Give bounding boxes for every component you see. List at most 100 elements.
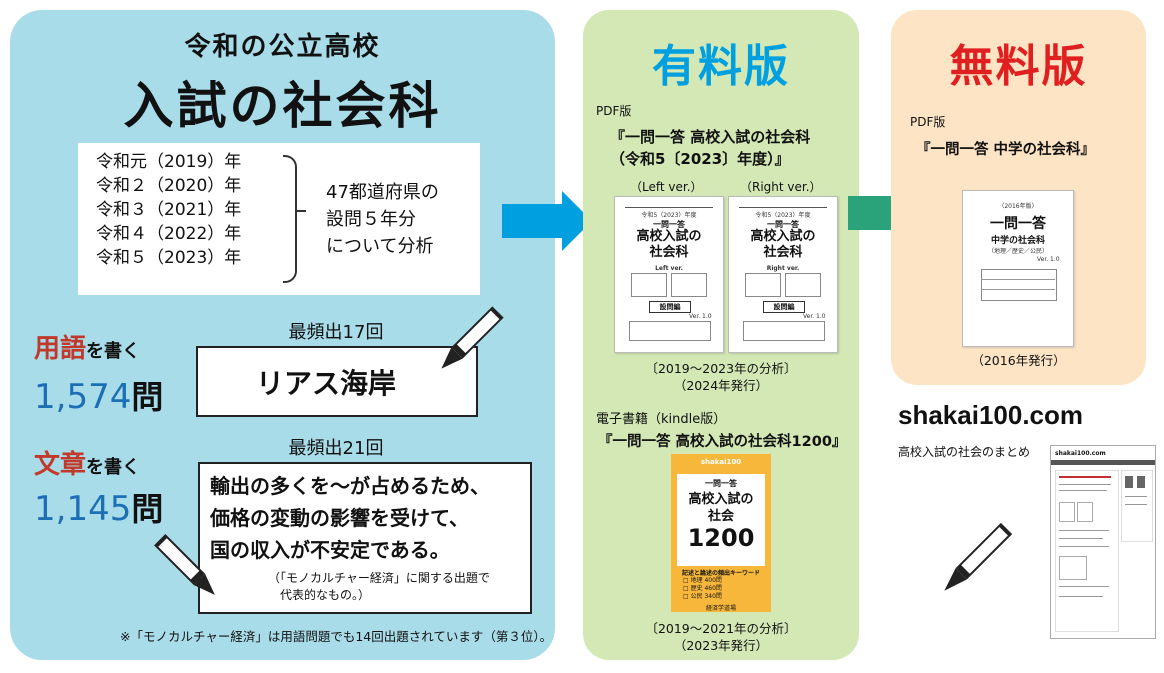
shot-thumb bbox=[1077, 502, 1093, 522]
sentence-label-main: 文章 bbox=[34, 450, 87, 480]
sentence-label: 文章を書く bbox=[34, 444, 140, 481]
kindle-cover[interactable]: shakai100 一問一答 高校入試の 社会 1200 記述と論述の頻出キーワ… bbox=[671, 454, 771, 612]
kindle-item: □ 公民 340問 bbox=[683, 593, 722, 600]
pencil-icon bbox=[944, 522, 1013, 591]
shot-navbar bbox=[1051, 460, 1155, 465]
brace-tip bbox=[296, 210, 306, 212]
book-cover-right[interactable]: 令和5（2023）年度 一問一答 高校入試の 社会科 Right ver. 設問… bbox=[728, 196, 838, 353]
cover-year: （2016年版） bbox=[998, 203, 1038, 210]
cover-version: Ver. 1.0 bbox=[1037, 256, 1060, 263]
cover-section: 設問編 bbox=[763, 301, 805, 313]
years-box bbox=[78, 143, 480, 295]
paid-pdf-title-line: （令和5〔2023〕年度）』 bbox=[610, 150, 790, 168]
published-year: （2023年発行） bbox=[673, 638, 769, 653]
kindle-brand: shakai100 bbox=[700, 458, 742, 466]
sentence-label-suffix: を書く bbox=[86, 457, 141, 478]
cover-rule bbox=[981, 279, 1055, 280]
kindle-publisher: 経済学道場 bbox=[705, 605, 736, 612]
term-label: 用語を書く bbox=[34, 328, 140, 365]
cover-sample bbox=[671, 273, 707, 297]
sentence-count: 1,145問 bbox=[34, 484, 163, 530]
cover-sample bbox=[785, 273, 821, 297]
sentence-answer-box bbox=[198, 462, 532, 614]
year-item: 令和４（2022）年 bbox=[96, 224, 242, 244]
sentence-note: （「モノカルチャー経済」に関する出題で 代表的なもの。） bbox=[268, 570, 490, 604]
kindle-items: □ 地理 400問 □ 歴史 460問 □ 公民 340問 bbox=[683, 577, 722, 601]
sentence-answer-line: 価格の変動の影響を受けて、 bbox=[210, 506, 469, 530]
cover-tag: Right ver. bbox=[766, 265, 800, 272]
sentence-count-unit: 問 bbox=[131, 490, 164, 528]
cover-table bbox=[743, 321, 825, 341]
summary-line: 47都道府県の bbox=[326, 182, 439, 203]
site-domain[interactable]: shakai100.com bbox=[898, 400, 1084, 430]
cover-series: 一問一答 bbox=[767, 220, 799, 229]
site-tagline: 高校入試の社会のまとめ bbox=[898, 445, 1031, 459]
paid-header: 有料版 bbox=[652, 41, 790, 92]
pencil-icon bbox=[441, 306, 504, 369]
term-answer: リアス海岸 bbox=[255, 367, 396, 400]
footnote: ※「モノカルチャー経済」は用語問題でも14回出題されています（第３位）。 bbox=[120, 629, 553, 644]
shot-line bbox=[1059, 586, 1109, 587]
term-count-unit: 問 bbox=[131, 378, 164, 416]
ebook-title: 『一問一答 高校入試の社会科1200』 bbox=[598, 434, 847, 450]
summary-line: 設問５年分 bbox=[326, 209, 416, 230]
cover-rule bbox=[625, 207, 713, 208]
free-pdf-label: PDF版 bbox=[910, 115, 946, 129]
cover-title: 中学の社会科 bbox=[990, 236, 1045, 246]
term-label-main: 用語 bbox=[34, 334, 87, 364]
term-frequency: 最頻出17回 bbox=[288, 322, 384, 343]
book-cover-left[interactable]: 令和5（2023）年度 一問一答 高校入試の 社会科 Left ver. 設問編… bbox=[614, 196, 724, 353]
analysis-range: 〔2019～2021年の分析〕 bbox=[645, 621, 797, 636]
ebook-label: 電子書籍（kindle版） bbox=[596, 412, 727, 427]
kindle-series: 一問一答 bbox=[705, 479, 737, 488]
shot-icon bbox=[1125, 476, 1133, 488]
paid-pdf-title-line: 『一問一答 高校入試の社会科 bbox=[610, 128, 811, 146]
year-item: 令和３（2021）年 bbox=[96, 200, 242, 220]
sentence-frequency: 最頻出21回 bbox=[288, 438, 384, 459]
cover-sample bbox=[745, 273, 781, 297]
kindle-subtitle: 記述と論述の頻出キーワード bbox=[681, 570, 760, 577]
cover-year: 令和5（2023）年度 bbox=[641, 212, 697, 219]
left-ver-label: （Left ver.） bbox=[630, 180, 703, 194]
sentence-answer: 輸出の多くを～が占めるため、 価格の変動の影響を受けて、 国の収入が不安定である… bbox=[210, 470, 490, 566]
shot-thumb bbox=[1059, 502, 1075, 522]
site-screenshot[interactable]: shakai100.com bbox=[1050, 445, 1156, 639]
cover-year: 令和5（2023）年度 bbox=[755, 212, 811, 219]
cover-title: 高校入試の bbox=[636, 229, 702, 244]
right-ver-label: （Right ver.） bbox=[740, 180, 822, 194]
kindle-item: □ 地理 400問 bbox=[683, 577, 722, 584]
cover-title: 社会科 bbox=[763, 245, 803, 260]
cover-version: Ver. 1.0 bbox=[803, 313, 826, 320]
cover-series: 一問一答 bbox=[990, 216, 1046, 232]
sentence-count-value: 1,145 bbox=[34, 489, 132, 529]
free-book-cover[interactable]: （2016年版） 一問一答 中学の社会科 （地理／歴史／公民） Ver. 1.0 bbox=[962, 190, 1074, 347]
shot-sidebar bbox=[1121, 470, 1153, 542]
cover-table bbox=[981, 269, 1057, 301]
shot-line bbox=[1059, 484, 1111, 485]
summary-line: について分析 bbox=[326, 236, 434, 257]
cover-rule bbox=[981, 289, 1055, 290]
subtitle: 令和の公立高校 bbox=[184, 32, 381, 62]
free-published: （2016年発行） bbox=[971, 353, 1066, 368]
paid-pdf-label: PDF版 bbox=[596, 104, 632, 118]
cover-sample bbox=[631, 273, 667, 297]
term-count-value: 1,574 bbox=[34, 377, 132, 417]
kindle-panel bbox=[677, 474, 765, 566]
year-item: 令和５（2023）年 bbox=[96, 248, 242, 268]
analysis-range: 〔2019～2023年の分析〕 bbox=[645, 361, 797, 376]
kindle-item: □ 歴史 460問 bbox=[683, 585, 722, 592]
cover-table bbox=[629, 321, 711, 341]
cover-rule bbox=[739, 207, 827, 208]
shot-line bbox=[1125, 504, 1147, 505]
cover-tag: Left ver. bbox=[655, 265, 683, 272]
shot-line bbox=[1059, 530, 1109, 531]
term-label-suffix: を書く bbox=[86, 341, 141, 362]
paid-pdf-info: 〔2019～2023年の分析〕 （2024年発行） bbox=[583, 360, 859, 394]
free-pdf-title: 『一問一答 中学の社会科』 bbox=[916, 142, 1096, 158]
published-year: （2024年発行） bbox=[673, 378, 769, 393]
shot-line bbox=[1059, 596, 1103, 597]
term-answer-box bbox=[196, 346, 478, 417]
shot-line bbox=[1059, 476, 1111, 478]
shot-line bbox=[1059, 546, 1109, 547]
sentence-note-line: （「モノカルチャー経済」に関する出題で bbox=[268, 571, 490, 585]
